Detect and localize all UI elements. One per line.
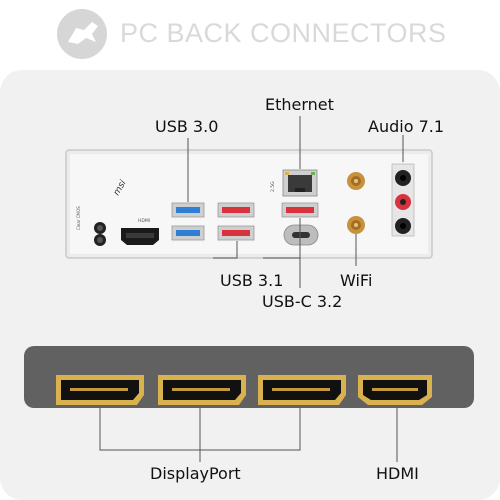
ethernet-label: Ethernet bbox=[265, 95, 334, 114]
hdmi-label: HDMI bbox=[376, 464, 419, 483]
clear-cmos-text: Clear CMOS bbox=[76, 206, 81, 230]
wifi-antenna-1[interactable] bbox=[347, 172, 365, 190]
header: PC BACK CONNECTORS bbox=[0, 0, 500, 68]
ethernet-port[interactable] bbox=[282, 169, 318, 197]
content-panel bbox=[0, 70, 500, 500]
audio-jack-line-out[interactable] bbox=[395, 194, 411, 210]
usb31-label: USB 3.1 bbox=[220, 271, 284, 290]
usb30-port-1[interactable] bbox=[171, 202, 205, 218]
display-callout-lines bbox=[99, 408, 398, 462]
audio-jack-mic[interactable] bbox=[395, 218, 411, 234]
audio-jack-line-in[interactable] bbox=[395, 170, 411, 186]
usbc-label: USB-C 3.2 bbox=[262, 292, 343, 311]
page-title: PC BACK CONNECTORS bbox=[120, 18, 447, 48]
hdmi-port[interactable] bbox=[121, 228, 159, 245]
displayport-label: DisplayPort bbox=[150, 464, 241, 483]
usb-c-port[interactable] bbox=[283, 224, 319, 246]
clear-cmos-button[interactable] bbox=[94, 222, 106, 234]
usb31-port-2[interactable] bbox=[217, 225, 255, 241]
displayport-1[interactable] bbox=[56, 375, 144, 405]
wifi-antenna-2[interactable] bbox=[347, 216, 365, 234]
callout-lines bbox=[187, 116, 404, 288]
usb30-label: USB 3.0 bbox=[155, 117, 219, 136]
hdmi-port-large[interactable] bbox=[358, 375, 432, 405]
hdmi-tag: HDMI bbox=[138, 218, 150, 224]
brand-logo-icon bbox=[57, 9, 107, 59]
displayport-3[interactable] bbox=[258, 375, 346, 405]
audio-label: Audio 7.1 bbox=[368, 117, 445, 136]
usb31-port-3[interactable] bbox=[281, 202, 319, 218]
lan-speed-tag: 2.5G bbox=[270, 181, 276, 192]
displayport-2[interactable] bbox=[158, 375, 246, 405]
wifi-label: WiFi bbox=[340, 271, 373, 290]
usb30-port-2[interactable] bbox=[171, 225, 205, 241]
flash-bios-button[interactable] bbox=[94, 234, 106, 246]
usb31-port-1[interactable] bbox=[217, 202, 255, 218]
